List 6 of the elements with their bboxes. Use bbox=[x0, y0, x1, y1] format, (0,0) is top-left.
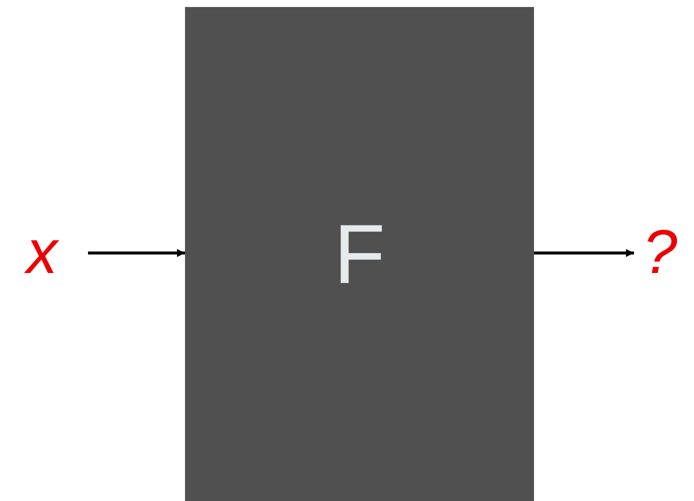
question-mark-label: ? bbox=[642, 222, 678, 284]
function-name: F bbox=[334, 212, 386, 296]
variable-label: x bbox=[26, 222, 58, 284]
arrow bbox=[534, 249, 634, 257]
function-box bbox=[185, 7, 534, 501]
arrow bbox=[88, 249, 185, 257]
